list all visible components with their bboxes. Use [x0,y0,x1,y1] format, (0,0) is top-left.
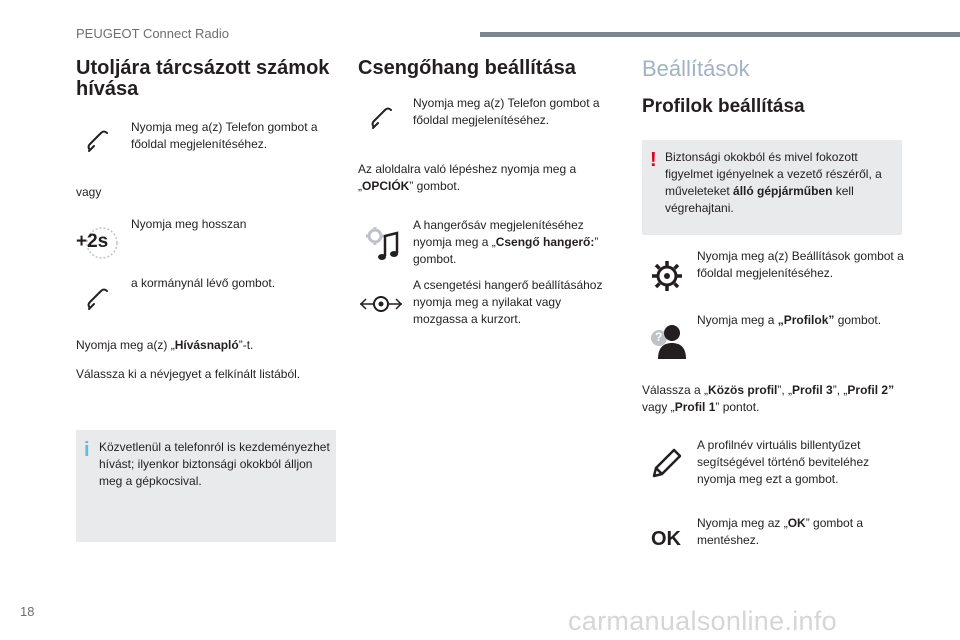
info-icon: i [84,439,90,461]
warning-note-text: Biztonsági okokból és mivel fokozott fig… [665,150,882,215]
col3-step4: A profilnév virtuális billentyűzet segít… [697,438,870,486]
header-title: PEUGEOT Connect Radio [76,26,229,41]
col2-step2: Az aloldalra való lépéshez nyomja meg a … [358,162,577,193]
col1-step5: Válassza ki a névjegyet a felkínált list… [76,367,301,381]
col2-step3: A hangerősáv megjelenítéséhez nyomja meg… [413,218,599,266]
profile-question-mark: ? [655,330,663,344]
watermark: carmanualsonline.info [568,606,837,636]
ringtone-settings-icon [364,226,404,262]
col1-step2: Nyomja meg hosszan [131,217,247,231]
info-note: i Közvetlenül a telefonról is kezdeménye… [76,430,336,542]
col3-step3: Válassza a „Közös profil”, „Profil 3”, „… [642,383,895,414]
col3-step1: Nyomja meg a(z) Beállítások gombot a főo… [697,249,904,280]
profiles-icon: ? [648,323,688,359]
col2-step1: Nyomja meg a(z) Telefon gombot a főoldal… [413,96,600,127]
settings-gear-icon [650,259,684,293]
col1-step1: Nyomja meg a(z) Telefon gombot a főoldal… [131,120,318,151]
pencil-icon [648,446,684,482]
col1-step3: a kormánynál lévő gombot. [131,276,276,290]
col1-step4: Nyomja meg a(z) „Hívásnapló”-t. [76,338,254,352]
col3-step5: Nyomja meg az „OK” gombot a mentéshez. [697,516,864,547]
warning-note: ! Biztonsági okokból és mivel fokozott f… [642,140,902,235]
info-note-text: Közvetlenül a telefonról is kezdeményezh… [99,440,330,488]
ok-icon: OK [651,528,681,550]
col2-title: Csengőhang beállítása [358,57,576,79]
col1-or: vagy [76,185,102,199]
section-title: Beállítások [642,56,750,81]
warning-icon: ! [650,149,657,171]
steering-phone-icon [86,288,110,312]
col3-step2: Nyomja meg a „Profilok” gombot. [697,313,882,327]
col3-title: Profilok beállítása [642,96,805,117]
col2-step4: A csengetési hangerő beállításához nyomj… [413,278,603,326]
hold-2s-label: +2s [76,231,109,252]
col1-title: Utoljára tárcsázott számok hívása [76,57,330,100]
page-number: 18 [20,604,35,619]
header-accent-bar [480,32,960,37]
phone-icon [86,130,110,154]
hold-2s-icon: +2s [74,226,120,260]
phone-icon-2 [370,107,394,131]
slider-cursor-icon [358,292,404,316]
